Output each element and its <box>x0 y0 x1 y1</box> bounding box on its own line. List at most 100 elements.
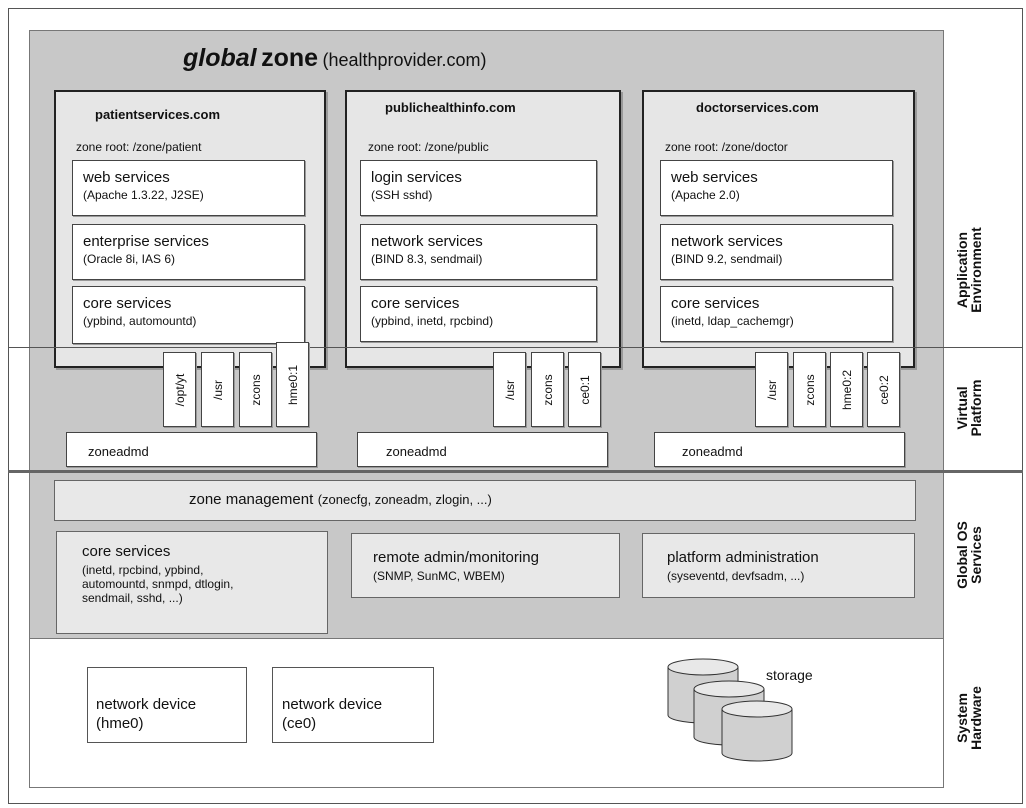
storage-icon <box>667 658 793 762</box>
zone-root: zone root: /zone/patient <box>76 140 202 154</box>
layer-label-line: Hardware <box>968 686 984 750</box>
platform-box: /usr <box>201 352 234 427</box>
layer-label-line: Application <box>954 231 970 309</box>
zone-management-title: zone management <box>189 491 314 508</box>
platform-label: ce0:1 <box>577 374 592 405</box>
global-zone-title-word: zone <box>261 44 319 72</box>
zoneadmd-box: zoneadmd <box>357 432 608 467</box>
service-title: core services <box>371 295 460 312</box>
service-box: core services (ypbind, inetd, rpcbind) <box>360 286 597 342</box>
zoneadmd-label: zoneadmd <box>386 444 447 459</box>
layer-label-line: Virtual <box>954 386 970 430</box>
global-zone-title-bold: global <box>183 44 257 72</box>
platform-box: ce0:1 <box>568 352 601 427</box>
service-title: network services <box>671 233 783 250</box>
platform-admin-box: platform administration (syseventd, devf… <box>642 533 915 598</box>
service-title: core services <box>82 543 171 560</box>
device-detail: (hme0) <box>96 715 144 732</box>
service-title: login services <box>371 169 462 186</box>
service-detail: (Apache 2.0) <box>671 188 740 202</box>
service-detail-line: automountd, snmpd, dtlogin, <box>82 577 234 591</box>
service-box: enterprise services (Oracle 8i, IAS 6) <box>72 224 305 280</box>
platform-box: /usr <box>493 352 526 427</box>
global-core-services-box: core services (inetd, rpcbind, ypbind, a… <box>56 531 328 634</box>
zone-root: zone root: /zone/public <box>368 140 489 154</box>
zoneadmd-box: zoneadmd <box>654 432 905 467</box>
service-detail-line: (inetd, rpcbind, ypbind, <box>82 563 204 577</box>
zoneadmd-box: zoneadmd <box>66 432 317 467</box>
service-detail: (SSH sshd) <box>371 188 433 202</box>
service-detail: (Oracle 8i, IAS 6) <box>83 252 176 266</box>
service-detail: (inetd, ldap_cachemgr) <box>671 314 794 328</box>
platform-box: zcons <box>239 352 272 427</box>
layer-separator <box>8 347 1023 348</box>
remote-admin-box: remote admin/monitoring (SNMP, SunMC, WB… <box>351 533 620 598</box>
zone-management-box: zone management (zonecfg, zoneadm, zlogi… <box>54 480 916 521</box>
platform-label: hme0:2 <box>839 369 854 410</box>
service-detail: (ypbind, automountd) <box>83 314 197 328</box>
storage-label: storage <box>766 667 813 683</box>
platform-box: hme0:1 <box>276 342 309 427</box>
zone-root: zone root: /zone/doctor <box>665 140 788 154</box>
zone-name: patientservices.com <box>95 107 221 122</box>
service-box: core services (inetd, ldap_cachemgr) <box>660 286 893 342</box>
service-detail: (BIND 9.2, sendmail) <box>671 252 783 266</box>
platform-label: /opt/yt <box>172 373 187 406</box>
service-box: core services (ypbind, automountd) <box>72 286 305 344</box>
global-zone-domain: (healthprovider.com) <box>322 50 487 70</box>
service-detail-line: sendmail, sshd, ...) <box>82 591 183 605</box>
layer-label-line: Services <box>968 526 984 584</box>
platform-box: ce0:2 <box>867 352 900 427</box>
service-title: platform administration <box>667 549 819 566</box>
service-detail: (ypbind, inetd, rpcbind) <box>371 314 494 328</box>
device-title: network device <box>282 696 383 713</box>
layer-label-line: Global OS <box>954 521 970 589</box>
device-title: network device <box>96 696 197 713</box>
platform-label: ce0:2 <box>876 374 891 405</box>
zone-name: publichealthinfo.com <box>385 100 516 115</box>
service-box: web services (Apache 1.3.22, J2SE) <box>72 160 305 216</box>
service-title: web services <box>83 169 170 186</box>
device-detail: (ce0) <box>282 715 317 732</box>
platform-box: /opt/yt <box>163 352 196 427</box>
service-box: login services (SSH sshd) <box>360 160 597 216</box>
service-detail: (syseventd, devfsadm, ...) <box>667 569 805 583</box>
service-title: core services <box>671 295 760 312</box>
platform-label: hme0:1 <box>285 364 300 405</box>
service-title: network services <box>371 233 483 250</box>
layer-label-line: System <box>954 693 970 743</box>
zone-management-detail: (zonecfg, zoneadm, zlogin, ...) <box>317 492 492 507</box>
platform-label: zcons <box>540 373 555 406</box>
service-box: web services (Apache 2.0) <box>660 160 893 216</box>
network-device-hme0: network device (hme0) <box>87 667 247 743</box>
service-title: remote admin/monitoring <box>373 549 539 566</box>
service-detail: (SNMP, SunMC, WBEM) <box>373 569 505 583</box>
platform-label: /usr <box>764 379 779 400</box>
zoneadmd-label: zoneadmd <box>88 444 149 459</box>
platform-label: zcons <box>802 373 817 406</box>
service-title: core services <box>83 295 172 312</box>
layer-separator-thick <box>8 470 1023 473</box>
global-zone-title: global zone (healthprovider.com) <box>183 44 487 73</box>
layer-label-line: Platform <box>968 379 984 437</box>
service-box: network services (BIND 9.2, sendmail) <box>660 224 893 280</box>
service-title: web services <box>671 169 758 186</box>
zoneadmd-label: zoneadmd <box>682 444 743 459</box>
platform-box: hme0:2 <box>830 352 863 427</box>
platform-box: zcons <box>531 352 564 427</box>
platform-label: /usr <box>210 379 225 400</box>
service-detail: (BIND 8.3, sendmail) <box>371 252 483 266</box>
zone-name: doctorservices.com <box>696 100 819 115</box>
layer-label-line: Environment <box>968 227 984 313</box>
network-device-ce0: network device (ce0) <box>272 667 434 743</box>
service-box: network services (BIND 8.3, sendmail) <box>360 224 597 280</box>
service-title: enterprise services <box>83 233 209 250</box>
platform-box: zcons <box>793 352 826 427</box>
service-detail: (Apache 1.3.22, J2SE) <box>83 188 204 202</box>
platform-box: /usr <box>755 352 788 427</box>
platform-label: zcons <box>248 373 263 406</box>
